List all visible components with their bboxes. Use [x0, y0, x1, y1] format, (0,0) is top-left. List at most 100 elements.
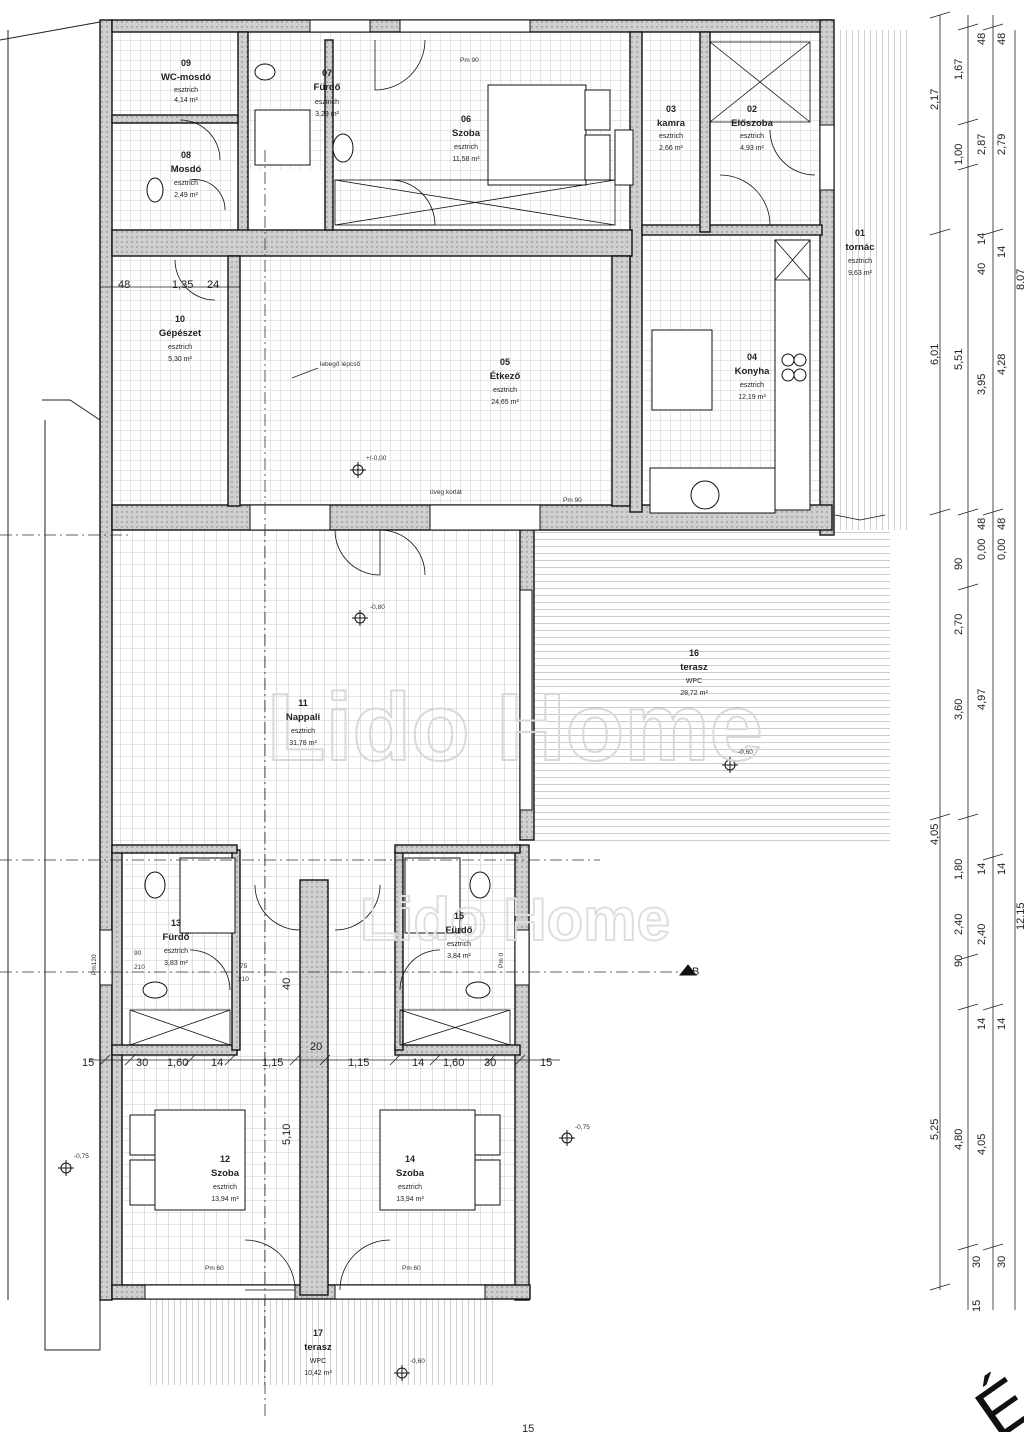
svg-text:14: 14 [976, 863, 988, 875]
svg-text:kamra: kamra [657, 118, 686, 129]
svg-text:09: 09 [181, 58, 191, 68]
svg-text:WPC: WPC [310, 1358, 326, 1365]
door-mark-pm60-left: Pm 60 [205, 1265, 224, 1272]
svg-text:10,42 m²: 10,42 m² [304, 1370, 332, 1377]
svg-text:1,15: 1,15 [262, 1057, 283, 1069]
doors [174, 39, 886, 1291]
section-b-label: B [692, 966, 699, 978]
svg-text:2,40: 2,40 [953, 914, 965, 935]
room-14-label: 14 Szoba esztrich 13,94 m² [396, 1154, 425, 1203]
svg-text:Fürdő: Fürdő [314, 82, 341, 93]
svg-text:4,28: 4,28 [996, 354, 1008, 375]
door-mark-pm120: Pm120 [91, 954, 98, 975]
svg-text:15: 15 [522, 1423, 534, 1432]
site-lines [0, 21, 101, 1351]
svg-text:40: 40 [976, 263, 988, 275]
room-06-label: 06 Szoba esztrich 11,58 m² [452, 114, 481, 163]
svg-text:14: 14 [412, 1057, 424, 1069]
svg-text:12,19 m²: 12,19 m² [738, 394, 766, 401]
svg-text:8,07: 8,07 [1015, 269, 1024, 290]
level-060-rear-label: -0,60 [410, 1358, 425, 1365]
svg-text:11: 11 [298, 698, 308, 708]
room-02-label: 02 Előszoba esztrich 4,93 m² [731, 104, 773, 152]
room-07-label: 07 Fürdő esztrich 3,29 m² [314, 68, 341, 118]
level-0-label: +/-0,00 [366, 455, 387, 462]
svg-text:WPC: WPC [686, 678, 702, 685]
svg-text:1,67: 1,67 [953, 59, 965, 80]
svg-text:Gépészet: Gépészet [159, 328, 202, 339]
svg-text:5,51: 5,51 [953, 349, 965, 370]
svg-text:12: 12 [220, 1154, 230, 1164]
svg-text:5,30 m²: 5,30 m² [168, 356, 192, 363]
room-08-label: 08 Mosdó esztrich 2,49 m² [171, 150, 202, 199]
svg-text:2,70: 2,70 [953, 614, 965, 635]
svg-text:3,83 m²: 3,83 m² [164, 960, 188, 967]
dimension-texts: 2,17 6,01 4,05 5,25 1,67 1,00 5,51 90 2,… [82, 33, 1024, 1432]
svg-text:4,93 m²: 4,93 m² [740, 145, 764, 152]
svg-text:Konyha: Konyha [735, 366, 771, 377]
door-mark-210: 210 [238, 976, 249, 983]
room-13-label: 13 Fürdő esztrich 3,83 m² [163, 918, 190, 967]
svg-text:1,60: 1,60 [167, 1057, 188, 1069]
svg-text:14: 14 [996, 246, 1008, 258]
svg-text:16: 16 [689, 648, 699, 658]
svg-text:Szoba: Szoba [452, 128, 481, 139]
svg-text:Fürdő: Fürdő [446, 925, 473, 936]
svg-text:esztrich: esztrich [174, 87, 198, 94]
room-05-label: 05 Étkező esztrich 24,65 m² [490, 357, 521, 406]
svg-text:esztrich: esztrich [740, 133, 764, 140]
watermark-logo-secondary: Lido Home [360, 886, 670, 953]
svg-text:5,10: 5,10 [281, 1124, 293, 1145]
svg-text:2,66 m²: 2,66 m² [659, 145, 683, 152]
svg-text:48: 48 [996, 33, 1008, 45]
room-09-label: 09 WC-mosdó esztrich 4,14 m² [161, 58, 211, 104]
svg-text:6,01: 6,01 [929, 344, 941, 365]
svg-text:tornác: tornác [845, 242, 874, 253]
svg-text:esztrich: esztrich [740, 382, 764, 389]
svg-text:Mosdó: Mosdó [171, 164, 202, 175]
svg-text:Előszoba: Előszoba [731, 118, 773, 129]
svg-text:24: 24 [207, 279, 219, 291]
svg-text:90: 90 [953, 558, 965, 570]
watermark-logo: Lido Home [267, 674, 763, 781]
svg-text:terasz: terasz [304, 1342, 332, 1353]
svg-text:1,15: 1,15 [348, 1057, 369, 1069]
door-mark-pm90-bedroom: Pm 90 [460, 57, 479, 64]
svg-text:14: 14 [996, 863, 1008, 875]
svg-text:esztrich: esztrich [168, 344, 192, 351]
svg-text:Nappali: Nappali [286, 712, 320, 723]
svg-text:esztrich: esztrich [848, 258, 872, 265]
svg-text:esztrich: esztrich [213, 1184, 237, 1191]
svg-text:14: 14 [976, 233, 988, 245]
stair-label: lebegő lépcső [320, 361, 360, 368]
svg-text:14: 14 [976, 1018, 988, 1030]
level-075-left-label: -0,75 [74, 1153, 89, 1160]
svg-text:05: 05 [500, 357, 510, 367]
svg-text:11,58 m²: 11,58 m² [452, 156, 480, 163]
svg-text:0,00: 0,00 [996, 539, 1008, 560]
svg-text:15: 15 [971, 1300, 983, 1312]
room-12-label: 12 Szoba esztrich 13,94 m² [211, 1154, 240, 1203]
svg-text:01: 01 [855, 228, 865, 238]
svg-text:2,87: 2,87 [976, 134, 988, 155]
svg-text:esztrich: esztrich [454, 144, 478, 151]
svg-text:esztrich: esztrich [447, 941, 471, 948]
room-03-label: 03 kamra esztrich 2,66 m² [657, 104, 686, 152]
svg-text:4,05: 4,05 [929, 824, 941, 845]
svg-text:28,72 m²: 28,72 m² [680, 690, 708, 697]
svg-text:20: 20 [310, 1041, 322, 1053]
level-markers [58, 462, 738, 1381]
svg-text:4,97: 4,97 [976, 689, 988, 710]
svg-text:15: 15 [82, 1057, 94, 1069]
svg-text:4,80: 4,80 [953, 1129, 965, 1150]
svg-text:Szoba: Szoba [211, 1168, 240, 1179]
svg-text:5,25: 5,25 [929, 1119, 941, 1140]
svg-text:9,63 m²: 9,63 m² [848, 270, 872, 277]
furniture [129, 63, 811, 1211]
svg-text:07: 07 [322, 68, 332, 78]
room-16-label: 16 terasz WPC 28,72 m² [680, 648, 708, 697]
svg-text:48: 48 [976, 518, 988, 530]
svg-text:30: 30 [996, 1256, 1008, 1268]
svg-text:17: 17 [313, 1328, 323, 1338]
svg-text:esztrich: esztrich [398, 1184, 422, 1191]
